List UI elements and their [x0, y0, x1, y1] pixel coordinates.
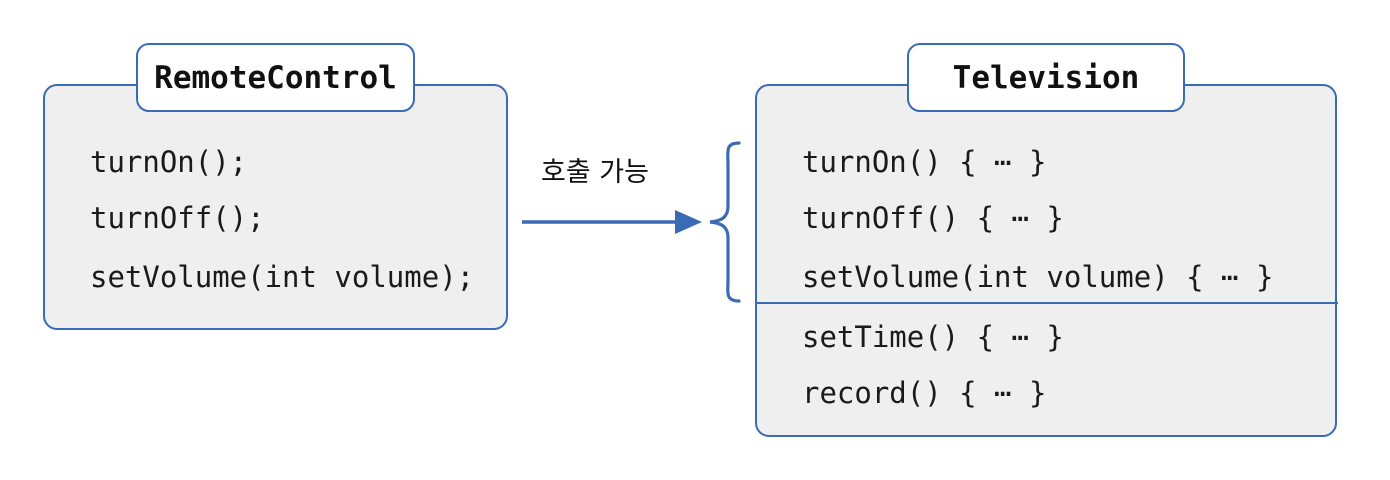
arrow-right-icon	[522, 210, 702, 234]
television-title-tab: Television	[907, 43, 1185, 112]
remotecontrol-class-box: turnOn(); turnOff(); setVolume(int volum…	[43, 84, 508, 330]
television-member-3: setTime() { ⋯ }	[802, 320, 1064, 354]
callable-connector: 호출 가능	[505, 150, 720, 260]
remotecontrol-member-1: turnOff();	[90, 201, 265, 235]
curly-brace-icon	[709, 141, 741, 303]
remotecontrol-member-2: setVolume(int volume);	[90, 260, 475, 294]
connector-label: 호출 가능	[541, 157, 649, 188]
television-member-1: turnOff() { ⋯ }	[802, 201, 1064, 235]
remotecontrol-member-0: turnOn();	[90, 145, 248, 179]
television-member-4: record() { ⋯ }	[802, 376, 1047, 410]
remotecontrol-title-tab: RemoteControl	[136, 43, 415, 112]
television-class-box: turnOn() { ⋯ } turnOff() { ⋯ } setVolume…	[754, 84, 1338, 437]
television-member-2: setVolume(int volume) { ⋯ }	[802, 260, 1274, 294]
television-section-divider	[754, 302, 1338, 304]
television-member-0: turnOn() { ⋯ }	[802, 145, 1047, 179]
